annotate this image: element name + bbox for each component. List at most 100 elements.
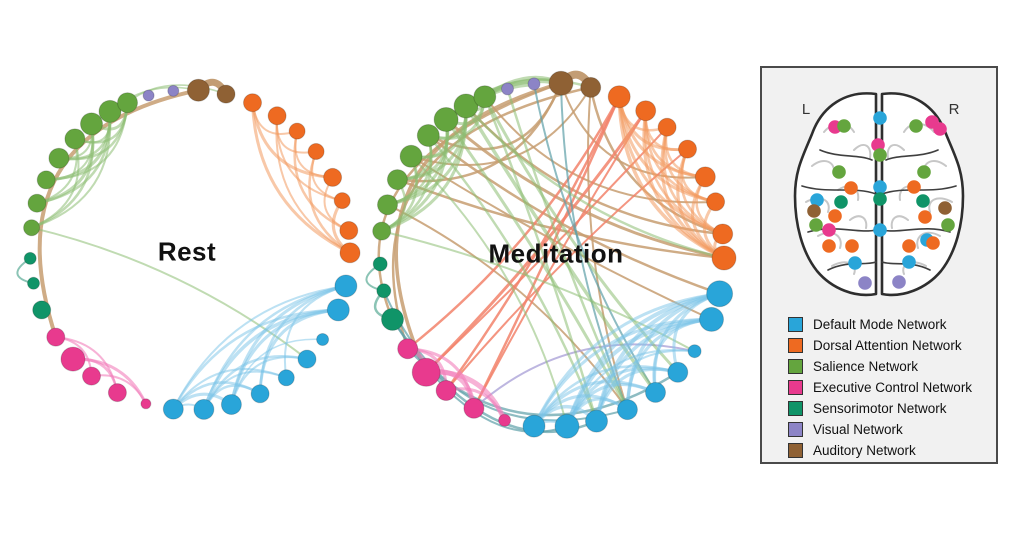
- meditation-node-13-dmn: [667, 361, 689, 383]
- meditation-node-1-aud: [580, 76, 602, 98]
- edge: [410, 155, 568, 428]
- brain-node-dmn: [873, 180, 887, 194]
- rest-node-21-ecn: [82, 366, 101, 386]
- rest-node-18-dmn: [162, 398, 184, 420]
- rest-node-11-dmn: [326, 298, 350, 322]
- meditation-node-8-dan: [712, 223, 734, 245]
- legend-swatch-smn: [788, 401, 803, 416]
- edge: [472, 109, 647, 410]
- legend-label: Visual Network: [813, 422, 903, 437]
- edge: [406, 95, 621, 350]
- brain-node-vis: [892, 275, 906, 289]
- legend-label: Default Mode Network: [813, 317, 947, 332]
- meditation-node-5-dan: [678, 139, 697, 159]
- edge: [427, 81, 563, 151]
- rest-node-0-aud: [186, 78, 210, 102]
- legend-item-dmn: Default Mode Network: [788, 314, 990, 335]
- rest-node-27-sal: [23, 219, 41, 237]
- brain-node-sal: [837, 119, 851, 133]
- meditation-node-34-sal: [473, 85, 497, 109]
- legend-item-ecn: Executive Control Network: [788, 377, 990, 398]
- edge: [464, 104, 726, 260]
- meditation-node-30-sal: [399, 144, 423, 168]
- brain-node-sal: [809, 218, 823, 232]
- meditation-node-23-ecn: [397, 338, 419, 360]
- edge: [472, 95, 621, 410]
- meditation-node-6-dan: [694, 166, 716, 188]
- rest-node-1-aud: [216, 84, 236, 104]
- rest-node-10-dmn: [334, 274, 358, 298]
- brain-node-dan: [902, 239, 916, 253]
- rest-node-35-vis: [142, 89, 155, 102]
- meditation-node-21-ecn: [435, 380, 457, 401]
- edge: [202, 308, 341, 412]
- legend-label: Dorsal Attention Network: [813, 338, 962, 353]
- edge: [445, 148, 689, 392]
- brain-node-sal: [917, 165, 931, 179]
- legend-item-vis: Visual Network: [788, 419, 990, 440]
- meditation-node-26-smn: [372, 256, 388, 272]
- meditation-node-19-ecn: [498, 413, 512, 427]
- edge: [308, 150, 352, 255]
- meditation-node-25-smn: [376, 283, 392, 299]
- meditation-node-29-sal: [386, 169, 408, 191]
- brain-right-label: R: [949, 101, 960, 118]
- edge: [126, 84, 227, 104]
- edge: [37, 88, 201, 340]
- edge: [444, 118, 726, 260]
- brain-node-sal: [873, 148, 887, 162]
- legend-item-smn: Sensorimotor Network: [788, 398, 990, 419]
- edge: [275, 114, 351, 254]
- brain-nodes: [807, 111, 955, 290]
- brain-node-sal: [941, 218, 955, 232]
- rest-node-9-dan: [339, 242, 361, 264]
- rest-node-16-dmn: [220, 394, 242, 415]
- edge: [427, 134, 721, 295]
- brain-node-dmn: [848, 256, 862, 270]
- legend-label: Sensorimotor Network: [813, 401, 947, 416]
- legend-swatch-dan: [788, 338, 803, 353]
- rest-node-3-dan: [267, 106, 287, 126]
- brain-node-smn: [916, 194, 930, 208]
- meditation-graph-title: Meditation: [488, 238, 624, 269]
- meditation-node-24-smn: [381, 307, 404, 331]
- rest-node-7-dan: [333, 192, 351, 210]
- meditation-node-3-dan: [635, 100, 657, 122]
- brain-node-dan: [822, 239, 836, 253]
- brain-node-dan: [844, 181, 858, 195]
- meditation-node-4-dan: [657, 117, 677, 137]
- meditation-node-28-sal: [377, 194, 398, 216]
- brain-node-smn: [873, 192, 887, 206]
- rest-node-28-sal: [27, 193, 47, 213]
- rest-node-22-ecn: [60, 346, 86, 372]
- brain-node-dmn: [902, 255, 916, 269]
- rest-node-26-smn: [23, 251, 37, 265]
- brain-node-dan: [828, 209, 842, 223]
- legend-swatch-dmn: [788, 317, 803, 332]
- rest-node-8-dan: [339, 221, 359, 240]
- rest-node-5-dan: [307, 143, 325, 160]
- brain-left-label: L: [802, 101, 810, 118]
- legend-item-dan: Dorsal Attention Network: [788, 335, 990, 356]
- brain-node-dmn: [873, 223, 887, 237]
- rest-node-30-sal: [48, 147, 70, 169]
- legend-label: Executive Control Network: [813, 380, 973, 395]
- brain-inset: L R: [793, 92, 965, 297]
- rest-node-6-dan: [323, 167, 343, 187]
- edge: [472, 343, 696, 410]
- rest-node-23-ecn: [46, 327, 66, 347]
- meditation-node-22-ecn: [411, 357, 441, 387]
- legend-swatch-vis: [788, 422, 803, 437]
- meditation-node-11-dmn: [699, 306, 724, 332]
- rest-node-31-sal: [64, 128, 86, 150]
- legend-label: Auditory Network: [813, 443, 916, 458]
- legend-item-sal: Salience Network: [788, 356, 990, 377]
- brain-node-dan: [845, 239, 859, 253]
- meditation-node-35-vis: [501, 82, 514, 96]
- meditation-node-16-dmn: [585, 409, 608, 433]
- rest-node-25-smn: [27, 276, 40, 290]
- meditation-node-10-dmn: [706, 280, 734, 308]
- meditation-node-27-sal: [372, 221, 392, 241]
